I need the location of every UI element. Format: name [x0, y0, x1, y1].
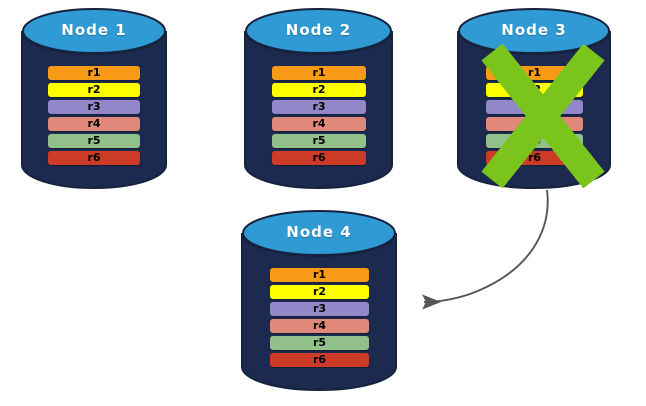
record-bar-r1[interactable]: r1: [48, 66, 140, 80]
record-bar-r3[interactable]: r3: [48, 100, 140, 114]
record-bar-r3[interactable]: r3: [270, 302, 369, 316]
record-label: r4: [312, 319, 327, 332]
record-label: r5: [312, 134, 326, 147]
record-label: r3: [527, 100, 542, 113]
record-label: r4: [312, 117, 326, 130]
record-bar-r5[interactable]: r5: [270, 336, 369, 350]
record-label: r6: [87, 151, 101, 164]
record-bar-r2[interactable]: r2: [272, 83, 366, 97]
record-bar-r2[interactable]: r2: [486, 83, 583, 97]
record-label: r1: [312, 66, 326, 79]
record-list: r1 r2 r3 r4 r5 r6: [486, 66, 583, 168]
record-label: r5: [87, 134, 101, 147]
record-bar-r3[interactable]: r3: [486, 100, 583, 114]
record-label: r3: [312, 100, 326, 113]
record-bar-r5[interactable]: r5: [486, 134, 583, 148]
record-bar-r6[interactable]: r6: [270, 353, 369, 367]
record-bar-r1[interactable]: r1: [272, 66, 366, 80]
record-label: r3: [87, 100, 101, 113]
record-label: r1: [312, 268, 327, 281]
record-bar-r6[interactable]: r6: [486, 151, 583, 165]
record-bar-r2[interactable]: r2: [270, 285, 369, 299]
record-bar-r4[interactable]: r4: [272, 117, 366, 131]
record-list: r1 r2 r3 r4 r5 r6: [272, 66, 366, 168]
record-bar-r5[interactable]: r5: [48, 134, 140, 148]
record-bar-r4[interactable]: r4: [486, 117, 583, 131]
record-label: r4: [527, 117, 542, 130]
record-label: r1: [87, 66, 101, 79]
cylinder-top: [245, 8, 392, 54]
record-label: r2: [312, 83, 326, 96]
record-list: r1 r2 r3 r4 r5 r6: [270, 268, 369, 370]
record-bar-r4[interactable]: r4: [270, 319, 369, 333]
record-bar-r6[interactable]: r6: [48, 151, 140, 165]
record-label: r5: [312, 336, 327, 349]
record-list: r1 r2 r3 r4 r5 r6: [48, 66, 140, 168]
cylinder-top: [242, 210, 396, 256]
cylinder-top: [458, 8, 610, 54]
record-label: r4: [87, 117, 101, 130]
record-label: r6: [312, 353, 327, 366]
record-bar-r1[interactable]: r1: [486, 66, 583, 80]
record-label: r1: [527, 66, 542, 79]
record-label: r6: [527, 151, 542, 164]
record-bar-r3[interactable]: r3: [272, 100, 366, 114]
record-label: r2: [527, 83, 542, 96]
record-label: r6: [312, 151, 326, 164]
record-label: r3: [312, 302, 327, 315]
record-bar-r4[interactable]: r4: [48, 117, 140, 131]
record-bar-r6[interactable]: r6: [272, 151, 366, 165]
record-label: r5: [527, 134, 542, 147]
cylinder-top: [22, 8, 166, 54]
record-label: r2: [87, 83, 101, 96]
record-bar-r2[interactable]: r2: [48, 83, 140, 97]
record-bar-r1[interactable]: r1: [270, 268, 369, 282]
record-label: r2: [312, 285, 327, 298]
record-bar-r5[interactable]: r5: [272, 134, 366, 148]
